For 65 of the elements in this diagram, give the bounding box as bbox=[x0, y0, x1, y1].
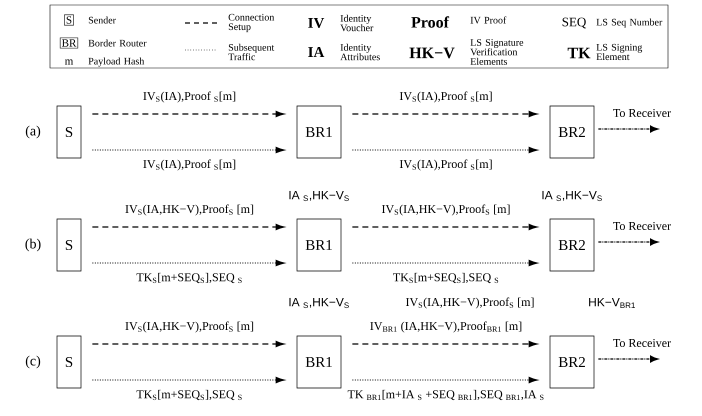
legend-symbol: m bbox=[64, 59, 74, 65]
edge-label: IV$_{S}$(IA,HK−V),Proof$_{S}$ [m] bbox=[124, 204, 255, 216]
legend-symbol: Proof bbox=[411, 16, 450, 28]
edge-label: TK $_{BR1}$[m+IA $_{S}$ +SEQ $_{BR1}$],SEQ $_{BR1}$,IA $_{S}$ bbox=[346, 388, 546, 402]
row-label: (a) bbox=[26, 126, 40, 138]
node-box: BR2 bbox=[550, 336, 594, 388]
node-box: S bbox=[56, 218, 82, 272]
row-label: (c) bbox=[26, 356, 40, 368]
node-box: BR2 bbox=[550, 106, 594, 158]
legend-symbol: IV bbox=[308, 18, 324, 28]
edge-label: TK$_{S}$[m+SEQ$_{S}$],SEQ $_{S}$ bbox=[135, 272, 244, 284]
arrow bbox=[352, 340, 538, 348]
edge-label: IV$_{BR1}$ (IA,HK−V),Proof$_{BR1}$ [m] bbox=[368, 320, 524, 334]
legend-text: Border Router bbox=[88, 39, 146, 47]
arrow bbox=[92, 110, 284, 118]
edge-label: To Receiver bbox=[612, 108, 672, 118]
legend-text: LS Signing Element bbox=[596, 44, 642, 60]
beside-label: HK−V$_{BR1}$ bbox=[589, 298, 635, 308]
edge-label: IV$_{S}$(IA),Proof $_{S}$[m] bbox=[398, 90, 494, 104]
edge-label: IV$_{S}$(IA,HK−V),Proof$_{S}$ [m] bbox=[124, 320, 255, 334]
arrow bbox=[352, 146, 538, 154]
legend-text: LS Signature Verification Elements bbox=[470, 39, 524, 65]
arrow bbox=[598, 125, 658, 133]
legend-text: Connection Setup bbox=[228, 14, 274, 32]
arrow bbox=[352, 224, 538, 230]
arrow bbox=[352, 110, 538, 118]
node-box: BR1 bbox=[296, 218, 342, 272]
node-box: BR1 bbox=[296, 106, 342, 158]
legend-text: Subsequent Traffic bbox=[228, 44, 274, 60]
edge-label: To Receiver bbox=[612, 338, 672, 348]
beside-label: IA $_{S}$,HK−V$_{S}$ bbox=[289, 190, 349, 202]
arrow bbox=[92, 340, 284, 348]
arrow bbox=[352, 260, 538, 266]
edge-label: To Receiver bbox=[612, 220, 672, 232]
legend-text: LS Seq Number bbox=[596, 18, 662, 28]
edge-label: IV$_{S}$(IA),Proof $_{S}$[m] bbox=[142, 90, 238, 104]
legend-text: Identity Voucher bbox=[340, 14, 374, 32]
edge-label: IV$_{S}$(IA,HK−V),Proof$_{S}$ [m] bbox=[380, 204, 512, 216]
edge-label: TK$_{S}$[m+SEQ$_{S}$],SEQ $_{S}$ bbox=[135, 388, 244, 402]
arrow bbox=[92, 224, 284, 230]
beside-label: IA $_{S}$,HK−V$_{S}$ bbox=[289, 298, 349, 308]
arrow bbox=[92, 146, 285, 154]
node-box: S bbox=[56, 336, 82, 388]
node-box: BR1 bbox=[296, 336, 342, 388]
legend-symbol: IA bbox=[308, 47, 324, 57]
beside-label: IA $_{S}$,HK−V$_{S}$ bbox=[542, 190, 602, 202]
legend-text: Sender bbox=[88, 16, 116, 24]
legend-text: Identity Attributes bbox=[340, 44, 380, 60]
legend-text: IV Proof bbox=[470, 16, 506, 24]
legend-symbol: SEQ bbox=[562, 18, 586, 28]
node-box: S bbox=[56, 106, 82, 158]
legend-symbol: TK bbox=[568, 48, 590, 58]
arrow bbox=[92, 260, 285, 266]
edge-label: TK$_{S}$[m+SEQ$_{S}$],SEQ $_{S}$ bbox=[392, 272, 500, 284]
arrow bbox=[598, 355, 658, 363]
edge-label: IV$_{S}$(IA),Proof $_{S}$[m] bbox=[398, 158, 494, 172]
beside-label: IV$_{S}$(IA,HK−V),Proof$_{S}$ [m] bbox=[406, 298, 534, 308]
arrow bbox=[92, 376, 285, 384]
edge-label: IV$_{S}$(IA),Proof $_{S}$[m] bbox=[142, 158, 238, 172]
arrow bbox=[598, 238, 658, 246]
node-box: BR2 bbox=[550, 218, 594, 272]
row-label: (b) bbox=[25, 238, 41, 252]
legend-text: Payload Hash bbox=[88, 57, 144, 67]
arrow bbox=[352, 376, 538, 384]
legend-symbol: HK−V bbox=[410, 48, 455, 58]
